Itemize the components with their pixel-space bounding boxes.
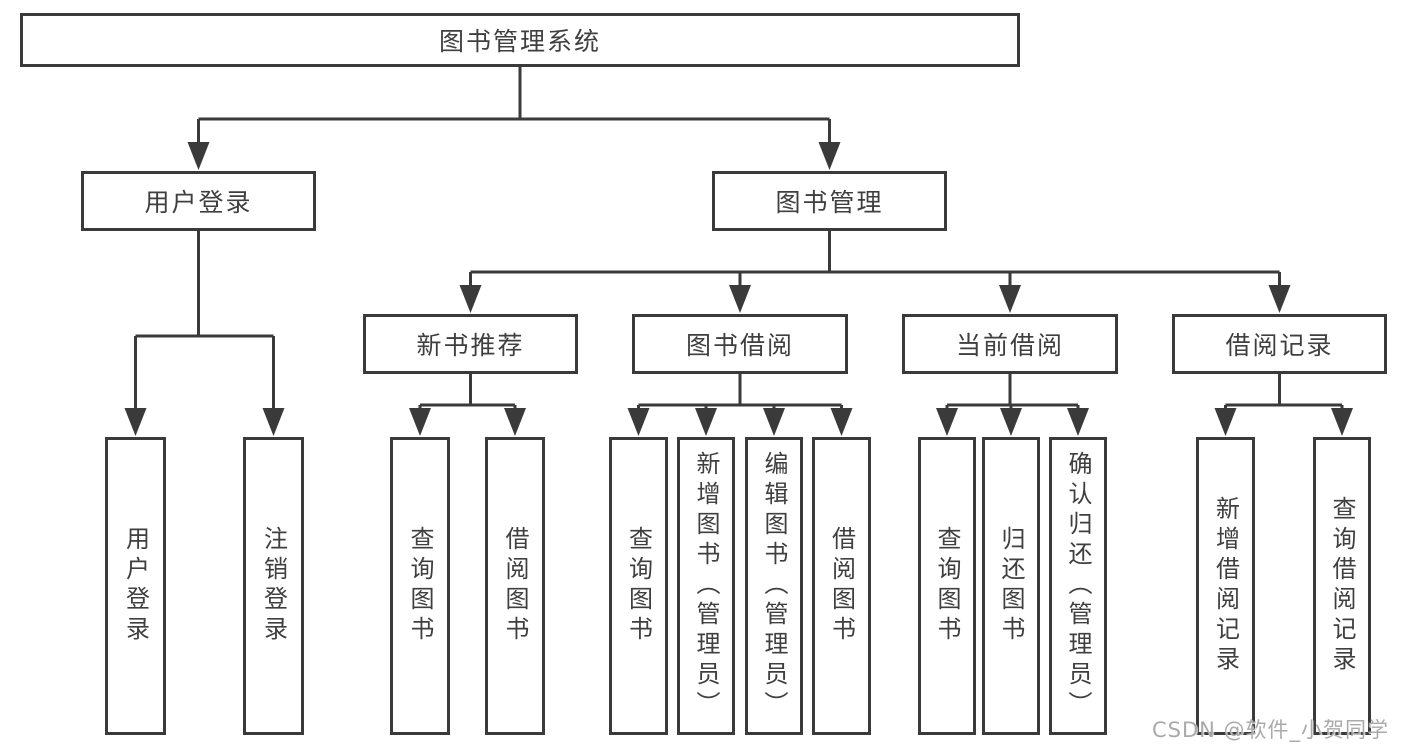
arrowhead: [818, 142, 841, 170]
arrowhead: [999, 285, 1021, 313]
node-label: 借阅图书: [827, 526, 856, 646]
arrowhead: [830, 408, 853, 436]
arrowhead: [1268, 285, 1291, 313]
node-label: 查询图书: [624, 526, 653, 646]
node-confirm-return-admin: 确认归还（管理员）: [1049, 437, 1107, 735]
node-root: 图书管理系统: [20, 13, 1020, 67]
node-query-books-2: 查询图书: [609, 437, 668, 735]
node-current-borrowing: 当前借阅: [902, 314, 1118, 374]
node-borrowing-records: 借阅记录: [1172, 314, 1387, 374]
node-query-books-3: 查询图书: [918, 437, 976, 735]
node-label: 当前借阅: [955, 331, 1064, 360]
node-label: 查询图书: [406, 526, 434, 646]
node-label: 图书管理: [775, 188, 884, 217]
node-new-book-recommend: 新书推荐: [363, 314, 578, 374]
edge-root-to-level2: [187, 67, 841, 170]
node-label: 借阅图书: [501, 526, 529, 646]
node-leaf-logout: 注销登录: [243, 437, 304, 735]
node-borrow-books-1: 借阅图书: [485, 437, 545, 735]
node-label: 图书借阅: [685, 331, 794, 360]
arrowhead: [763, 408, 785, 436]
arrowhead: [936, 408, 958, 436]
arrowhead: [409, 408, 431, 436]
node-label: 查询图书: [933, 526, 961, 646]
node-leaf-user-login: 用户登录: [105, 437, 166, 735]
node-label: 新增图书（管理员）: [692, 451, 720, 721]
node-book-borrowing: 图书借阅: [632, 314, 848, 374]
arrowhead: [729, 285, 751, 313]
arrowhead: [1000, 408, 1022, 436]
node-label: 编辑图书（管理员）: [760, 451, 788, 721]
node-label: 借阅记录: [1225, 331, 1334, 360]
node-edit-books-admin: 编辑图书（管理员）: [745, 437, 803, 735]
node-label: 新增借阅记录: [1211, 496, 1240, 676]
edge-user-login-children: [124, 231, 285, 436]
node-label: 归还图书: [997, 526, 1025, 646]
node-label: 确认归还（管理员）: [1064, 451, 1092, 721]
arrowhead: [1067, 408, 1089, 436]
node-label: 用户登录: [144, 188, 253, 217]
edge-borrowing-records-children: [1214, 374, 1353, 436]
node-query-books-1: 查询图书: [390, 437, 450, 735]
node-borrow-books-2: 借阅图书: [812, 437, 871, 735]
node-add-books-admin: 新增图书（管理员）: [677, 437, 735, 735]
arrowhead: [695, 408, 717, 436]
edge-book-management-children: [459, 231, 1291, 313]
node-label: 用户登录: [121, 526, 150, 646]
edge-new-book-recommend-children: [409, 374, 526, 436]
node-query-borrow-record: 查询借阅记录: [1313, 437, 1371, 735]
csdn-watermark: CSDN @软件_小贺同学: [1152, 718, 1390, 742]
edge-current-borrowing-children: [936, 374, 1089, 436]
arrowhead: [504, 408, 526, 436]
arrowhead: [262, 408, 285, 436]
arrowhead: [459, 285, 482, 313]
node-label: 查询借阅记录: [1328, 496, 1356, 676]
edge-book-borrowing-children: [627, 374, 853, 436]
node-add-borrow-record: 新增借阅记录: [1196, 437, 1255, 735]
node-label: 新书推荐: [416, 331, 525, 360]
node-label: 注销登录: [259, 526, 288, 646]
node-book-management: 图书管理: [712, 171, 947, 231]
arrowhead: [187, 142, 210, 170]
node-label: 图书管理系统: [438, 27, 601, 56]
arrowhead: [1214, 408, 1237, 436]
node-return-books: 归还图书: [982, 437, 1040, 735]
node-user-login: 用户登录: [81, 171, 316, 231]
arrowhead: [124, 408, 147, 436]
arrowhead: [1331, 408, 1353, 436]
arrowhead: [627, 408, 650, 436]
